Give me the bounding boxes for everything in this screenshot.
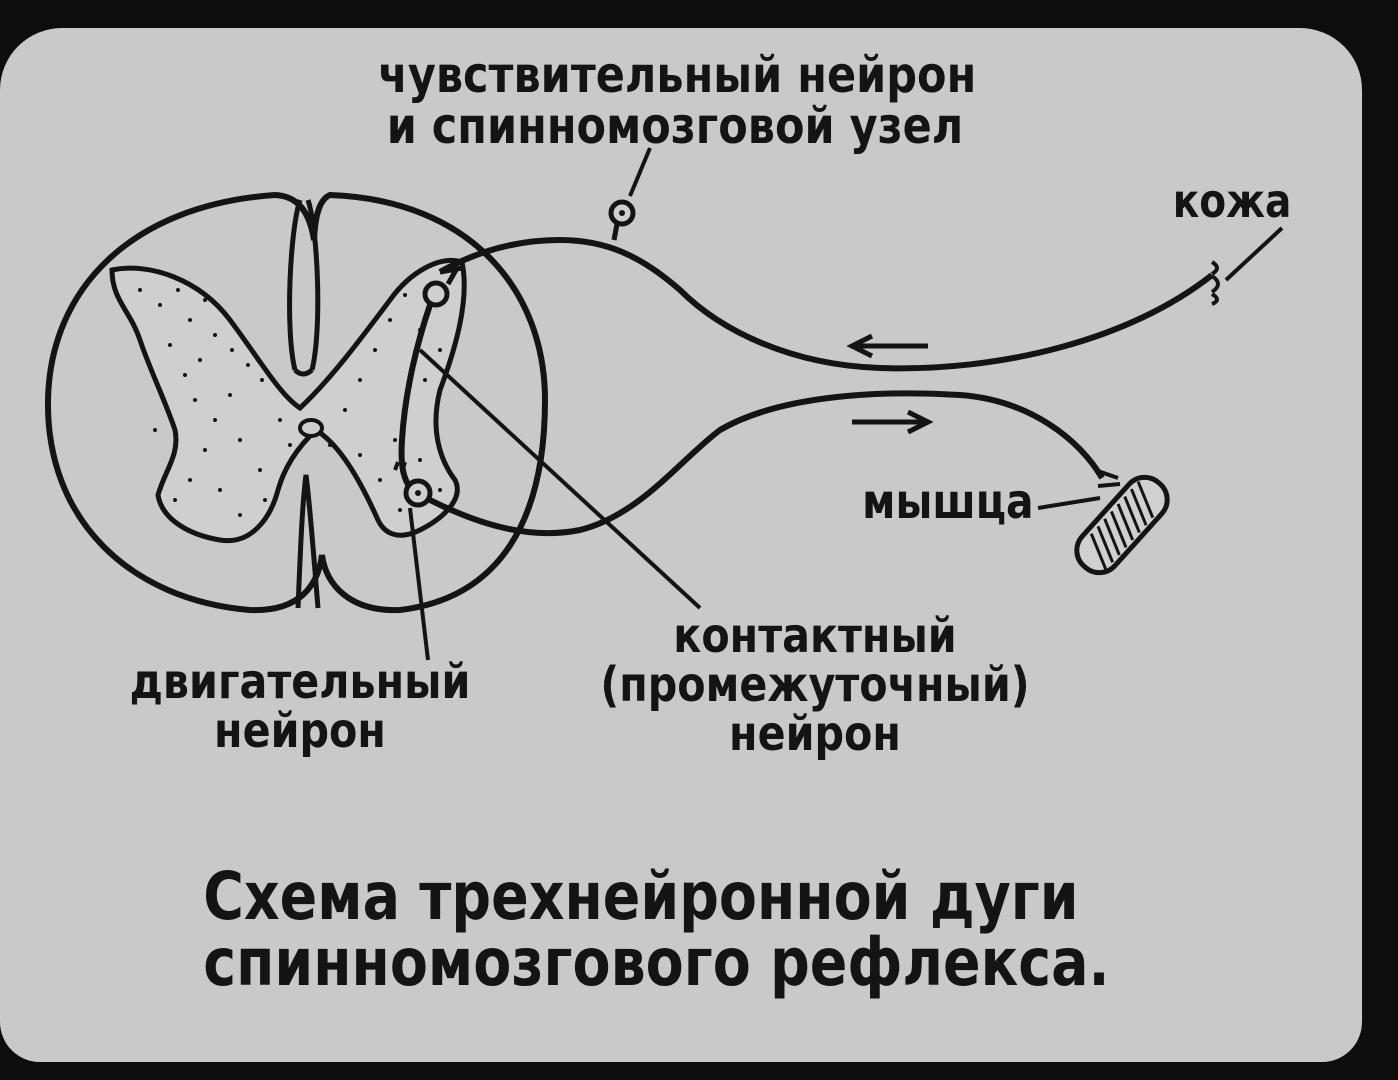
leader-muscle <box>1037 496 1101 510</box>
muscle <box>1074 474 1170 576</box>
interneuron-synapse <box>393 461 407 473</box>
central-canal <box>298 418 324 438</box>
label-sensory-line1: чувствительный нейрон <box>378 46 977 104</box>
motor-fiber <box>428 390 1105 537</box>
label-motor-neuron: двигательный нейрон <box>119 658 480 756</box>
leader-sensory <box>628 147 652 197</box>
label-skin-text: кожа <box>1172 174 1292 228</box>
label-muscle-text: мышца <box>862 474 1034 530</box>
label-sensory-neuron: чувствительный нейрон и спинномозговой у… <box>378 46 977 155</box>
spinal-cord-outline <box>44 191 549 614</box>
ganglion-nucleus <box>619 210 625 216</box>
sensory-fiber-terminal <box>439 265 463 286</box>
arrow-left-icon <box>846 333 928 359</box>
grey-matter <box>109 258 467 544</box>
label-inter-line1: контактный <box>673 608 957 664</box>
label-skin: кожа <box>1173 178 1318 225</box>
label-motor-line1: двигательный <box>129 654 471 710</box>
motor-neuron-nucleus <box>415 490 421 496</box>
arrow-right-icon <box>852 409 934 435</box>
interneuron-body <box>422 280 450 308</box>
skin-receptor <box>1210 260 1220 306</box>
anterior-median-fissure <box>295 474 321 609</box>
leader-skin <box>1224 226 1284 282</box>
ganglion-stalk <box>611 223 620 241</box>
title-line2: спинномозгового рефлекса. <box>203 924 1110 1001</box>
posterior-median-septum <box>287 199 321 377</box>
interneuron-axon <box>398 304 433 490</box>
motor-endplate <box>1094 468 1121 488</box>
label-motor-line2: нейрон <box>214 702 386 759</box>
label-interneuron: контактный (промежуточный) нейрон <box>583 612 1047 759</box>
label-muscle: мышца <box>847 474 1034 530</box>
sensory-fiber <box>438 236 1214 372</box>
label-inter-line3: нейрон <box>729 705 901 762</box>
diagram-title: Схема трехнейронной дуги спинномозгового… <box>203 858 1110 1001</box>
label-sensory-line2: и спинномозговой узел <box>386 97 964 155</box>
label-inter-line2: (промежуточный) <box>600 656 1030 713</box>
title-line1: Схема трехнейронной дуги <box>203 858 1079 935</box>
leader-interneuron <box>418 348 702 610</box>
leader-motor <box>408 507 430 661</box>
